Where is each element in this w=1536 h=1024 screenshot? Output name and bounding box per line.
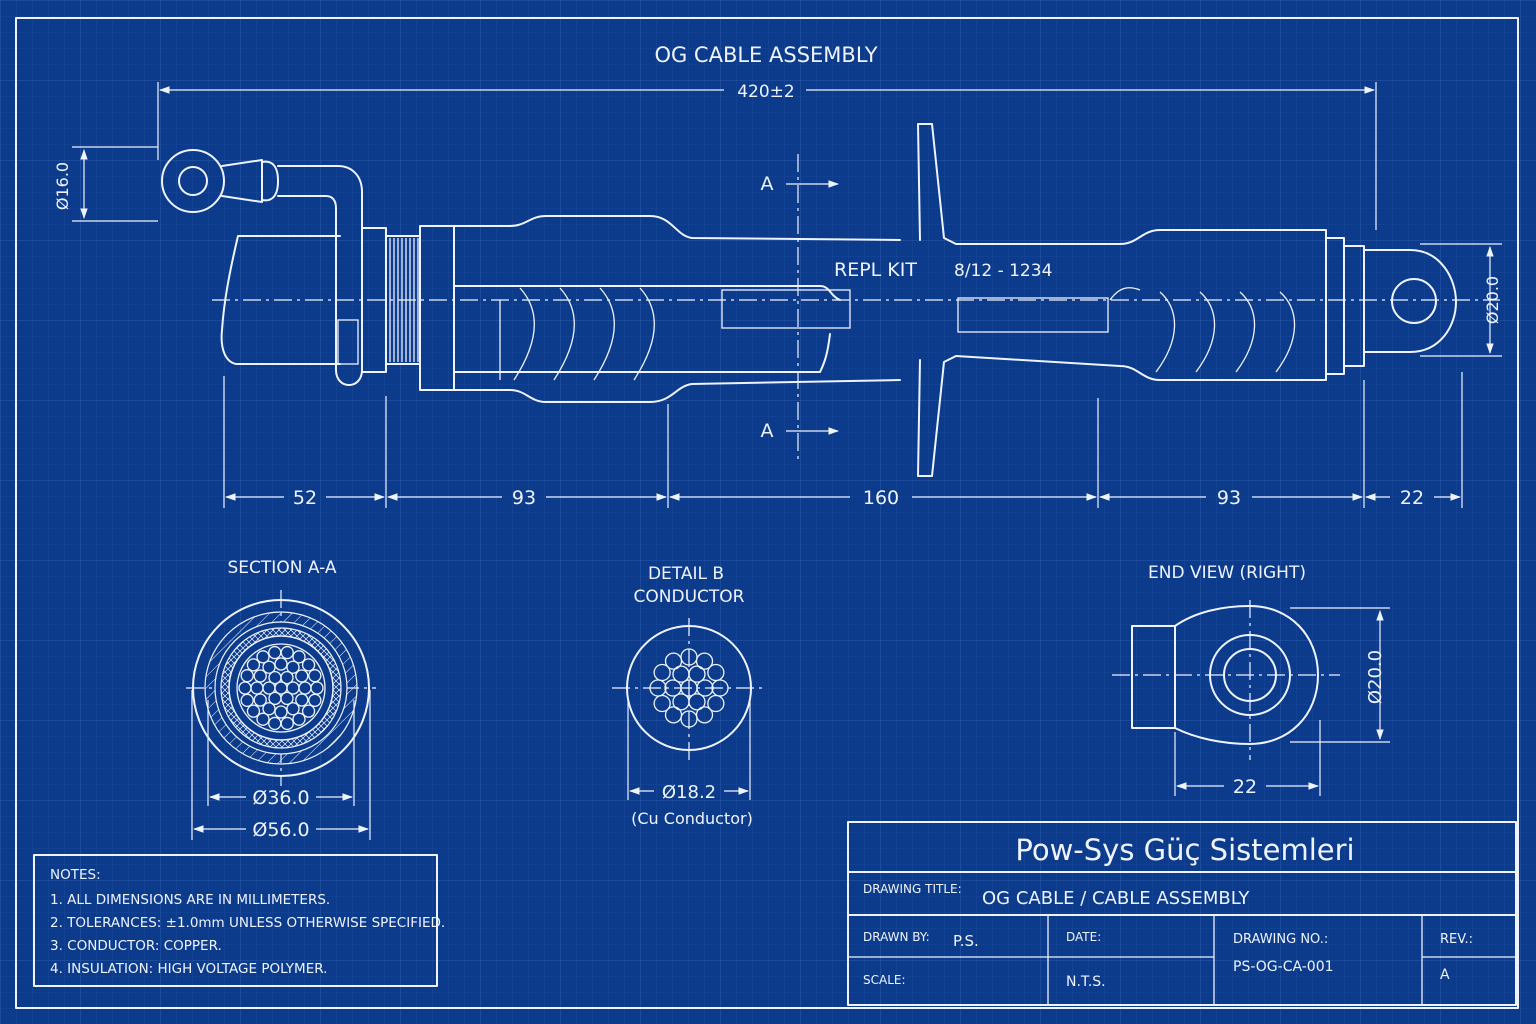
end-view-height-dim: Ø20.0 [1365, 650, 1386, 704]
drawn-by-value: P.S. [953, 932, 979, 950]
note-item-4: 4. INSULATION: HIGH VOLTAGE POLYMER. [50, 961, 327, 977]
dim-segment-4: 93 [1217, 487, 1241, 509]
scale-value: N.T.S. [1066, 974, 1106, 990]
section-view-title: SECTION A-A [228, 558, 337, 578]
note-item-3: 3. CONDUCTOR: COPPER. [50, 938, 222, 954]
detail-view-title-2: CONDUCTOR [634, 587, 745, 607]
drawing-title-label: DRAWING TITLE: [863, 882, 962, 896]
section-mark-bottom: A [761, 420, 774, 442]
kit-code: 8/12 - 1234 [954, 261, 1052, 281]
kit-label: REPL KIT [834, 259, 917, 281]
rev-label: REV.: [1440, 932, 1473, 947]
segment-dimension-chain: 52 93 160 93 22 [223, 372, 1463, 509]
svg-text:Ø16.0: Ø16.0 [53, 162, 72, 210]
right-lug-diameter-dim: Ø20.0 [1420, 243, 1502, 357]
title-block: Pow-Sys Güç Sistemleri DRAWING TITLE: OG… [847, 821, 1517, 1006]
scale-label: SCALE: [863, 973, 906, 987]
drawing-main-title: OG CABLE ASSEMBLY [654, 43, 877, 67]
section-outer-dim: Ø56.0 [252, 819, 309, 841]
date-label: DATE: [1066, 930, 1101, 944]
svg-text:Ø20.0: Ø20.0 [1483, 276, 1502, 324]
note-item-2: 2. TOLERANCES: ±1.0mm UNLESS OTHERWISE S… [50, 915, 445, 931]
notes-heading: NOTES: [50, 867, 101, 883]
company-name: Pow-Sys Güç Sistemleri [1015, 833, 1354, 867]
dim-segment-2: 93 [512, 487, 536, 509]
dim-segment-5: 22 [1400, 487, 1424, 509]
left-lug-diameter-dim: Ø16.0 [53, 146, 158, 222]
detail-dim: Ø18.2 [662, 782, 716, 803]
detail-view-title-1: DETAIL B [648, 564, 724, 584]
cable-assembly-side-view [161, 123, 1500, 477]
overall-length-dim: 420±2 [737, 82, 795, 102]
rev-value: A [1440, 967, 1450, 983]
notes-box: NOTES: 1. ALL DIMENSIONS ARE IN MILLIMET… [33, 854, 445, 987]
section-a-a-view [186, 590, 376, 840]
drawing-title-value: OG CABLE / CABLE ASSEMBLY [982, 888, 1250, 909]
end-view-title: END VIEW (RIGHT) [1148, 563, 1306, 583]
drawing-no-label: DRAWING NO.: [1233, 932, 1328, 947]
end-view-width-dim: 22 [1233, 776, 1257, 798]
dim-segment-1: 52 [293, 487, 317, 509]
drawing-no-value: PS-OG-CA-001 [1233, 959, 1334, 975]
section-inner-dim: Ø36.0 [252, 787, 309, 809]
note-item-1: 1. ALL DIMENSIONS ARE IN MILLIMETERS. [50, 892, 330, 908]
dim-segment-3: 160 [863, 487, 899, 509]
end-view-right [1112, 600, 1390, 796]
detail-b-conductor-view [612, 618, 766, 800]
detail-note: (Cu Conductor) [631, 809, 753, 828]
sheet-border [15, 17, 1519, 1009]
section-mark-top: A [761, 173, 774, 195]
drawn-by-label: DRAWN BY: [863, 930, 930, 944]
